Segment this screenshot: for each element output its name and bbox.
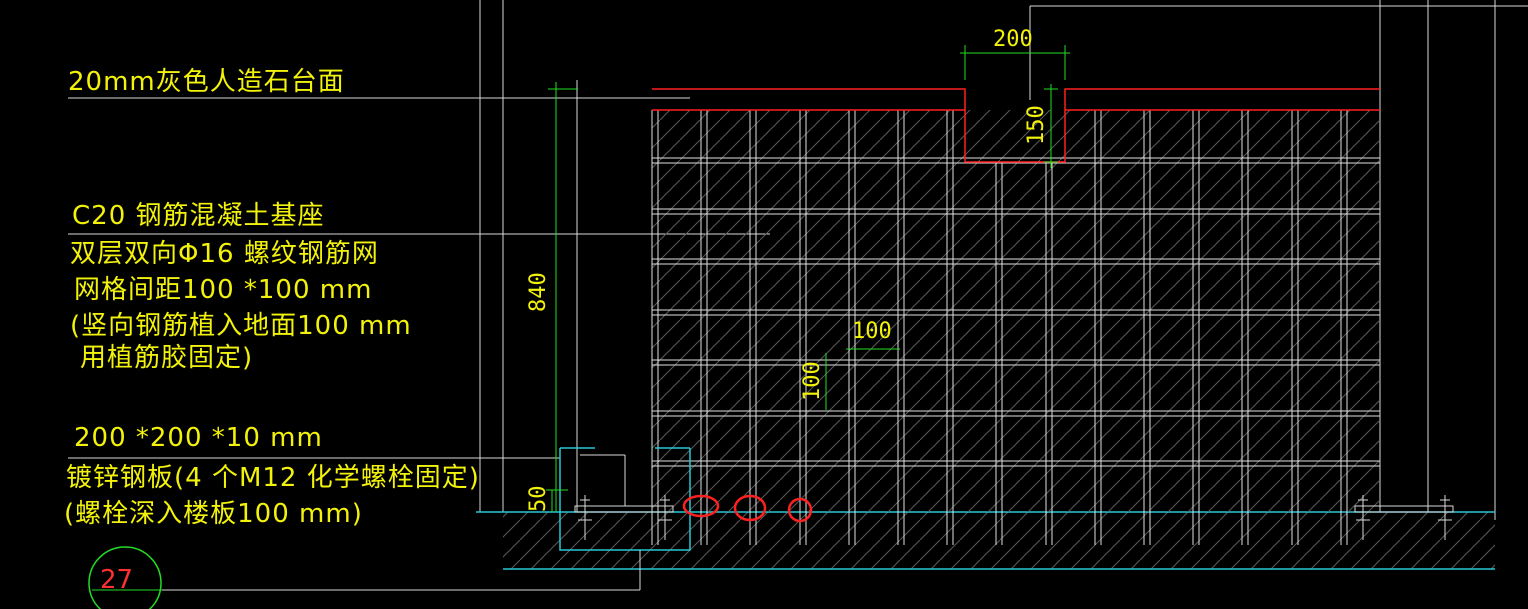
- note-countertop: 20mm灰色人造石台面: [68, 67, 345, 97]
- note-base-line4: (竖向钢筋植入地面100 mm: [70, 311, 412, 341]
- dim-notch-width: 200: [993, 27, 1033, 52]
- detail-ref-bubble: 27: [88, 546, 162, 609]
- steel-plate-right: [1354, 495, 1454, 540]
- vertical-rebars: [651, 110, 1348, 545]
- countertop-outline: [652, 88, 1380, 163]
- detail-ref-number: 27: [100, 565, 133, 595]
- concrete-base: [651, 110, 1380, 545]
- note-base-line2: 双层双向Φ16 螺纹钢筋网: [70, 239, 379, 269]
- horizontal-rebars: [652, 157, 1380, 467]
- highlight-marks: [682, 494, 813, 523]
- note-base-line5: 用植筋胶固定): [80, 343, 253, 373]
- note-base-line1: C20 钢筋混凝土基座: [72, 201, 325, 231]
- note-plate-line3: (螺栓深入楼板100 mm): [64, 499, 363, 529]
- dimension-lines: [546, 45, 1070, 512]
- anchor-bolt-1: [578, 495, 592, 540]
- floor-slab: [476, 511, 1495, 570]
- note-plate-line1: 200 *200 *10 mm: [74, 423, 323, 453]
- dim-grid-horizontal: 100: [852, 319, 892, 344]
- note-base-line3: 网格间距100 *100 mm: [74, 275, 372, 305]
- note-plate-line2: 镀锌钢板(4 个M12 化学螺栓固定): [66, 463, 480, 493]
- dim-plate-thickness: 50: [526, 486, 551, 513]
- dim-total-height: 840: [526, 272, 551, 312]
- dim-notch-depth: 150: [1024, 105, 1049, 145]
- dim-grid-vertical: 100: [800, 361, 825, 401]
- anchor-bolt-2: [658, 495, 672, 540]
